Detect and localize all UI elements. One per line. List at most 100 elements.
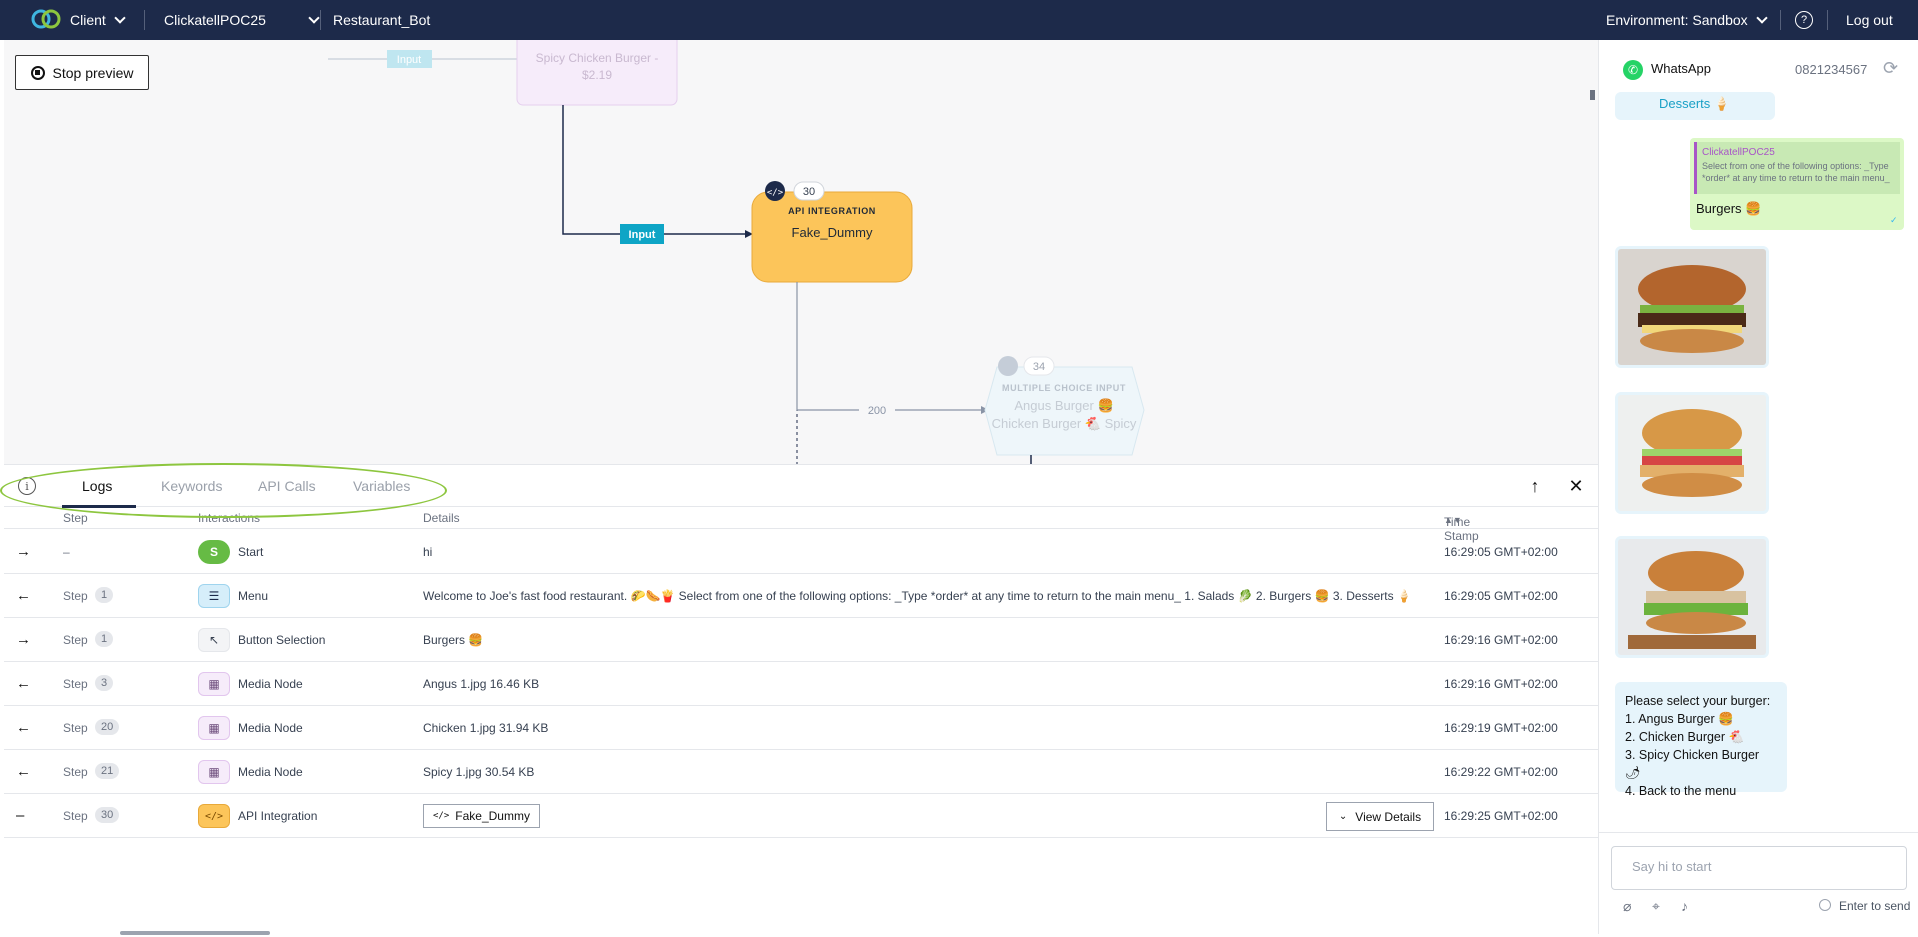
close-icon[interactable]: ✕ — [1568, 475, 1584, 496]
quoted-text: Select from one of the following options… — [1702, 161, 1890, 183]
burger-image — [1618, 395, 1766, 511]
api-chip[interactable]: </> Fake_Dummy — [423, 804, 540, 828]
header-details: Details — [423, 511, 460, 525]
attachment-icon[interactable]: ⌀ — [1623, 898, 1632, 914]
details-text: Spicy 1.jpg 30.54 KB — [423, 765, 535, 779]
image-message-angus[interactable] — [1615, 246, 1769, 368]
location-icon[interactable]: ⌖ — [1652, 898, 1660, 914]
logs-panel: i Logs Keywords API Calls Variables ↑ ✕ … — [4, 464, 1598, 934]
chat-message-input[interactable]: Say hi to start — [1611, 846, 1907, 890]
code-icon: </> — [433, 811, 450, 821]
stop-preview-button[interactable]: Stop preview — [15, 55, 149, 90]
clickatell-logo-icon — [31, 9, 61, 29]
media-icon: ▦ — [198, 672, 230, 696]
menu-line: 1. Angus Burger 🍔 — [1625, 712, 1734, 726]
image-message-spicy[interactable] — [1615, 536, 1769, 658]
cursor-icon: ↖ — [198, 628, 230, 652]
chat-bubble-menu: Please select your burger: 1. Angus Burg… — [1615, 682, 1787, 798]
flow-node-spicy-burger[interactable] — [516, 40, 678, 106]
details-text: hi — [423, 545, 433, 559]
flow-canvas[interactable]: Input Spicy Chicken Burger - $2.19 Input… — [4, 40, 1598, 464]
sort-icon: ▲▼ — [1444, 515, 1462, 525]
tab-keywords[interactable]: Keywords — [161, 478, 223, 494]
tab-api-calls[interactable]: API Calls — [258, 478, 316, 494]
flow-edge — [796, 282, 981, 411]
timestamp: 16:29:22 GMT+02:00 — [1444, 765, 1558, 779]
horizontal-scrollbar[interactable] — [120, 931, 270, 935]
step-label: Step — [63, 677, 88, 691]
node-type: API INTEGRATION — [788, 206, 876, 216]
divider — [1599, 832, 1918, 833]
info-icon[interactable]: i — [18, 477, 36, 495]
divider — [320, 10, 321, 30]
environment-label: Environment: Sandbox — [1606, 12, 1748, 28]
table-row: → – S Start hi 16:29:05 GMT+02:00 — [4, 530, 1598, 574]
arrow-up-icon[interactable]: ↑ — [1530, 475, 1540, 496]
refresh-icon[interactable]: ⟳ — [1883, 58, 1899, 78]
direction-icon: → — [16, 543, 31, 560]
node-text: $2.19 — [582, 68, 612, 82]
node-badge — [1023, 356, 1055, 376]
api-chip-label: Fake_Dummy — [455, 809, 530, 823]
edge-label-input[interactable] — [620, 224, 664, 244]
chevron-down-icon — [308, 11, 320, 24]
image-message-chicken[interactable] — [1615, 392, 1769, 514]
table-row: ← Step 20 ▦ Media Node Chicken 1.jpg 31.… — [4, 706, 1598, 750]
tab-variables[interactable]: Variables — [353, 478, 411, 494]
direction-icon: ← — [16, 587, 31, 604]
whatsapp-icon: ✆ — [1623, 60, 1643, 80]
phone-number: 0821234567 — [1795, 62, 1868, 77]
arrow-head — [745, 230, 753, 238]
view-details-button[interactable]: ⌄View Details — [1326, 802, 1434, 831]
canvas-scroll-indicator[interactable] — [1590, 90, 1595, 100]
flow-node-multiple-choice[interactable] — [984, 366, 1145, 456]
menu-line: Please select your burger: — [1625, 694, 1771, 708]
chat-bubble-incoming: Desserts 🍦 — [1615, 92, 1775, 120]
timestamp: 16:29:19 GMT+02:00 — [1444, 721, 1558, 735]
chevron-down-icon — [1755, 11, 1768, 24]
logout-button[interactable]: Log out — [1846, 12, 1893, 28]
help-icon: ? — [1795, 11, 1813, 29]
bubble-text: Burgers 🍔 — [1696, 201, 1762, 216]
header-interactions: Interactions — [198, 511, 261, 525]
microphone-icon[interactable]: ♪ — [1681, 898, 1688, 914]
details-text: Chicken 1.jpg 31.94 KB — [423, 721, 549, 735]
edge-label-text: Input — [629, 229, 656, 241]
details-text: Angus 1.jpg 16.46 KB — [423, 677, 540, 691]
chevron-down-icon: ⌄ — [1338, 811, 1348, 822]
interaction-label: Button Selection — [238, 633, 326, 647]
direction-icon: – — [16, 807, 25, 824]
flow-edge — [562, 105, 745, 235]
table-row: ← Step 21 ▦ Media Node Spicy 1.jpg 30.54… — [4, 750, 1598, 794]
environment-dropdown[interactable]: Environment: Sandbox — [1606, 0, 1768, 40]
interaction-label: Menu — [238, 589, 269, 603]
step-number-badge: 20 — [95, 719, 120, 735]
chat-preview-panel: ✆ WhatsApp 0821234567 ⟳ Desserts 🍦 Click… — [1598, 40, 1918, 934]
tab-logs[interactable]: Logs — [61, 465, 138, 508]
client-label: Client — [70, 12, 106, 28]
burger-image — [1618, 249, 1766, 365]
chat-header: ✆ WhatsApp 0821234567 ⟳ — [1599, 40, 1918, 98]
flow-node-api-integration[interactable] — [751, 191, 913, 283]
details-text: Welcome to Joe's fast food restaurant. 🌮… — [423, 589, 1412, 603]
bot-dropdown[interactable] — [300, 0, 320, 40]
logs-tabs: i Logs Keywords API Calls Variables ↑ ✕ — [4, 465, 1598, 508]
step-number-badge: 30 — [95, 807, 120, 823]
help-button[interactable]: ? — [1795, 0, 1813, 40]
interaction-label: Media Node — [238, 677, 303, 691]
checkbox-icon[interactable] — [1819, 899, 1831, 911]
node-text: Angus Burger 🍔 — [1014, 398, 1113, 413]
direction-icon: → — [16, 631, 31, 648]
divider — [1780, 10, 1781, 30]
stop-icon — [30, 65, 45, 80]
menu-line: 4. Back to the menu — [1625, 784, 1737, 798]
enter-to-send-label: Enter to send — [1839, 899, 1911, 913]
chat-toolbar: ⌀ ⌖ ♪ Enter to send — [1599, 898, 1918, 918]
node-name: Fake_Dummy — [792, 225, 873, 240]
node-badge-text: 30 — [803, 186, 815, 198]
step-label: Step — [63, 809, 88, 823]
edge-label-200: 200 — [868, 405, 886, 417]
quoted-message: ClickatellPOC25 Select from one of the f… — [1694, 142, 1900, 194]
start-icon: S — [198, 540, 230, 564]
client-dropdown[interactable]: Client — [70, 0, 126, 40]
